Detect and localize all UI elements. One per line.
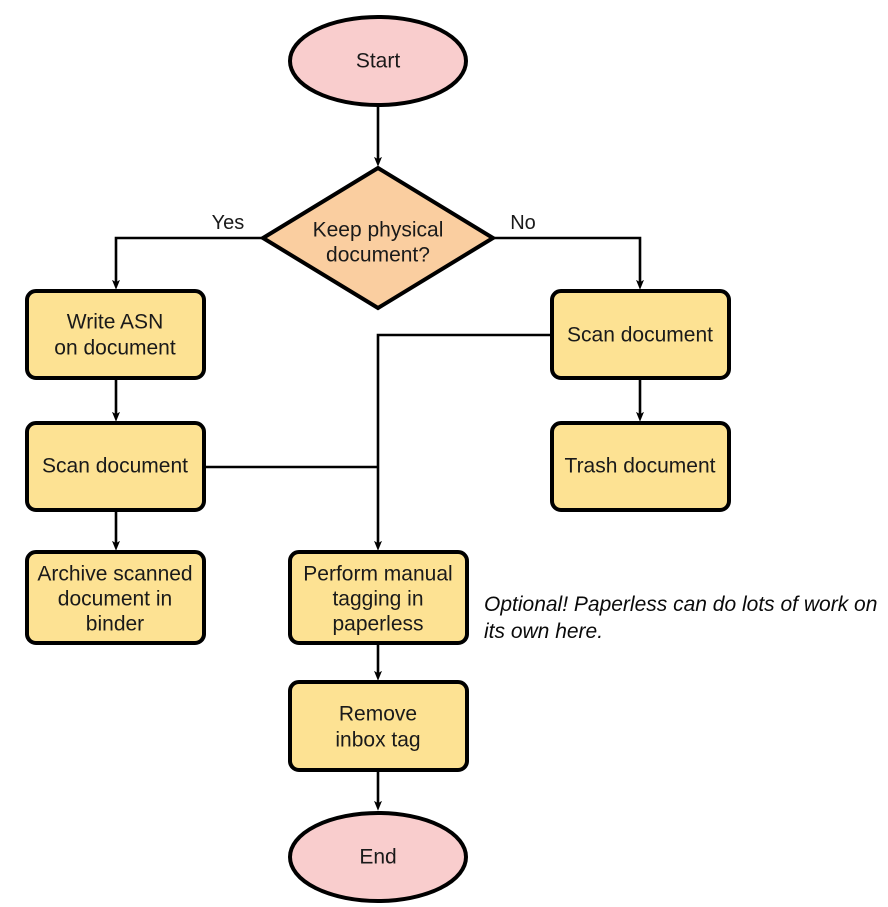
- edge-decision-no-to-scan-right: [493, 236, 644, 290]
- start-ellipse[interactable]: [288, 15, 468, 107]
- trash-document-box[interactable]: [550, 421, 731, 512]
- node-trash-document[interactable]: Trash document: [550, 421, 731, 512]
- node-end[interactable]: End: [288, 811, 468, 903]
- scan-document-right-label: Scan document: [567, 324, 713, 347]
- scan-document-left-box[interactable]: [25, 421, 206, 512]
- decision-label-line2: document?: [326, 244, 430, 267]
- write-asn-label-line1: Write ASN: [67, 311, 163, 334]
- node-scan-document-left[interactable]: Scan document: [25, 421, 206, 512]
- tagging-box[interactable]: [288, 550, 469, 645]
- optional-note-line2: its own here.: [484, 620, 603, 643]
- tagging-label-line3: paperless: [332, 613, 423, 636]
- remove-inbox-tag-box[interactable]: [288, 680, 469, 772]
- archive-label-line2: document in: [58, 588, 172, 611]
- archive-label-line3: binder: [86, 613, 144, 636]
- end-ellipse[interactable]: [288, 811, 468, 903]
- node-start[interactable]: Start: [288, 15, 468, 107]
- node-perform-manual-tagging[interactable]: Perform manual tagging in paperless: [288, 550, 469, 645]
- tagging-label-line2: tagging in: [332, 588, 423, 611]
- scan-document-right-box[interactable]: [550, 289, 731, 380]
- node-write-asn[interactable]: Write ASN on document: [25, 289, 206, 380]
- node-archive-scanned-document[interactable]: Archive scanned document in binder: [25, 550, 206, 645]
- node-decision-keep-physical-document[interactable]: Keep physical document?: [259, 165, 497, 311]
- edge-scan-right-to-tagging: [374, 333, 552, 551]
- start-label: Start: [356, 50, 401, 73]
- tagging-label-line1: Perform manual: [303, 563, 452, 586]
- remove-inbox-label-line1: Remove: [339, 703, 417, 726]
- edge-decision-yes-to-write-asn: [112, 236, 263, 290]
- end-label: End: [359, 846, 396, 869]
- archive-label-line1: Archive scanned: [37, 563, 192, 586]
- optional-note-line1: Optional! Paperless can do lots of work …: [484, 593, 877, 616]
- remove-inbox-label-line2: inbox tag: [335, 729, 420, 752]
- write-asn-box[interactable]: [25, 289, 206, 380]
- node-scan-document-right[interactable]: Scan document: [550, 289, 731, 380]
- node-remove-inbox-tag[interactable]: Remove inbox tag: [288, 680, 469, 772]
- write-asn-label-line2: on document: [54, 337, 176, 360]
- edges-layer: [112, 106, 644, 811]
- edge-label-yes: Yes: [212, 212, 245, 234]
- trash-document-label: Trash document: [565, 455, 716, 478]
- edge-labels-layer: Yes No: [212, 212, 536, 234]
- decision-diamond[interactable]: [259, 165, 497, 311]
- optional-note: Optional! Paperless can do lots of work …: [484, 593, 877, 643]
- scan-document-left-label: Scan document: [42, 455, 188, 478]
- archive-box[interactable]: [25, 550, 206, 645]
- decision-label-line1: Keep physical: [313, 219, 444, 242]
- edge-label-no: No: [510, 212, 536, 234]
